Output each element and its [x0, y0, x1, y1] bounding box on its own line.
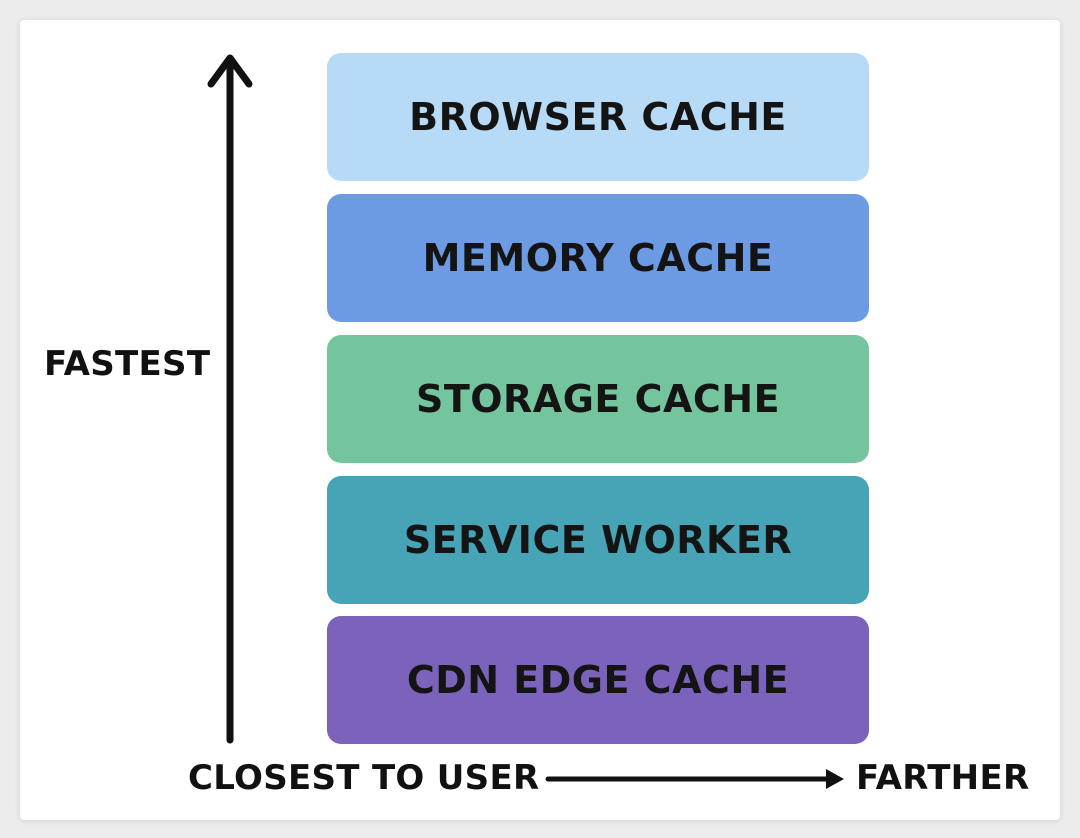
layer-label: STORAGE CACHE: [415, 377, 781, 421]
layer-browser-cache: BROWSER CACHE: [327, 53, 869, 181]
layer-service-worker: SERVICE WORKER: [327, 476, 869, 604]
farther-label: FARTHER: [856, 758, 1030, 798]
layer-label: BROWSER CACHE: [409, 95, 787, 139]
layer-label: MEMORY CACHE: [422, 236, 774, 280]
closest-to-user-label: CLOSEST TO USER: [188, 758, 540, 798]
layer-cdn-edge-cache: CDN EDGE CACHE: [327, 616, 869, 744]
layer-storage-cache: STORAGE CACHE: [327, 335, 869, 463]
layer-label: SERVICE WORKER: [403, 518, 793, 562]
layer-memory-cache: MEMORY CACHE: [327, 194, 869, 322]
fastest-label: FASTEST: [44, 344, 211, 384]
layer-label: CDN EDGE CACHE: [406, 658, 790, 702]
